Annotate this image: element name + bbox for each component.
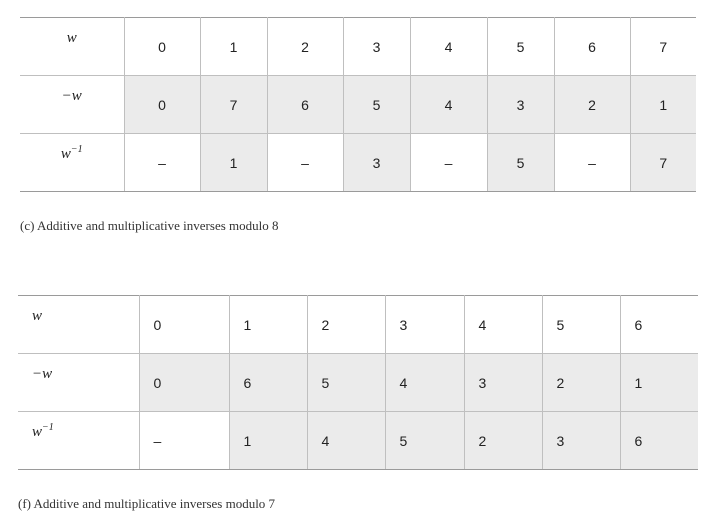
- table-cell: 6: [266, 75, 344, 134]
- table-cell: 0: [123, 75, 201, 134]
- table-cell: –: [266, 133, 344, 192]
- table-cell: 6: [619, 295, 698, 354]
- table-cell: 3: [541, 411, 621, 470]
- row-header-w: w: [18, 295, 140, 354]
- table-cell: 0: [123, 17, 201, 76]
- row-header-neg-w: −w: [20, 75, 125, 134]
- table-cell: 2: [266, 17, 344, 76]
- table-cell: 7: [629, 17, 696, 76]
- table-cell: –: [409, 133, 488, 192]
- table-cell: 1: [199, 17, 268, 76]
- row-header-w: w: [20, 17, 125, 76]
- table-row: w 0 1 2 3 4 5 6 7: [20, 17, 696, 76]
- row-header-w-inverse: w−1: [18, 411, 140, 470]
- table-cell: 5: [384, 411, 465, 470]
- row-header-neg-w: −w: [18, 353, 140, 412]
- table-cell: 0: [138, 353, 230, 412]
- table-cell: 6: [619, 411, 698, 470]
- table-cell: 5: [486, 133, 555, 192]
- table-cell: 4: [409, 17, 488, 76]
- table-cell: 1: [228, 411, 308, 470]
- table-cell: 3: [342, 17, 411, 76]
- table-cell: 0: [138, 295, 230, 354]
- table-cell: 1: [619, 353, 698, 412]
- inverse-table-mod-8: w 0 1 2 3 4 5 6 7 −w 0 7 6 5 4 3 2 1 w−1…: [20, 17, 696, 192]
- table-cell: 6: [553, 17, 631, 76]
- table-cell: 1: [228, 295, 308, 354]
- table-row: w 0 1 2 3 4 5 6: [18, 295, 698, 354]
- table-cell: 2: [553, 75, 631, 134]
- table-cell: 5: [342, 75, 411, 134]
- table-cell: 3: [463, 353, 543, 412]
- table-cell: 2: [463, 411, 543, 470]
- table-cell: 4: [306, 411, 386, 470]
- row-header-w-inverse: w−1: [20, 133, 125, 192]
- table-row: −w 0 7 6 5 4 3 2 1: [20, 75, 696, 134]
- table-caption-mod-8: (c) Additive and multiplicative inverses…: [20, 218, 279, 233]
- table-cell: 2: [306, 295, 386, 354]
- table-cell: 5: [486, 17, 555, 76]
- table-cell: 4: [384, 353, 465, 412]
- table-cell: 6: [228, 353, 308, 412]
- table-cell: 3: [342, 133, 411, 192]
- table-cell: –: [138, 411, 230, 470]
- table-row: w−1 – 1 – 3 – 5 – 7: [20, 133, 696, 192]
- table-cell: 5: [541, 295, 621, 354]
- table-cell: 4: [463, 295, 543, 354]
- table-row: −w 0 6 5 4 3 2 1: [18, 353, 698, 412]
- table-row: w−1 – 1 4 5 2 3 6: [18, 411, 698, 470]
- table-cell: –: [123, 133, 201, 192]
- table-cell: –: [553, 133, 631, 192]
- table-cell: 7: [629, 133, 696, 192]
- table-cell: 5: [306, 353, 386, 412]
- inverse-table-mod-7: w 0 1 2 3 4 5 6 −w 0 6 5 4 3 2 1 w−1 – 1…: [18, 295, 698, 470]
- table-caption-mod-7: (f) Additive and multiplicative inverses…: [18, 496, 276, 511]
- table-cell: 3: [384, 295, 465, 354]
- table-cell: 3: [486, 75, 555, 134]
- table-cell: 2: [541, 353, 621, 412]
- table-cell: 1: [199, 133, 268, 192]
- table-cell: 1: [629, 75, 696, 134]
- table-cell: 4: [409, 75, 488, 134]
- table-cell: 7: [199, 75, 268, 134]
